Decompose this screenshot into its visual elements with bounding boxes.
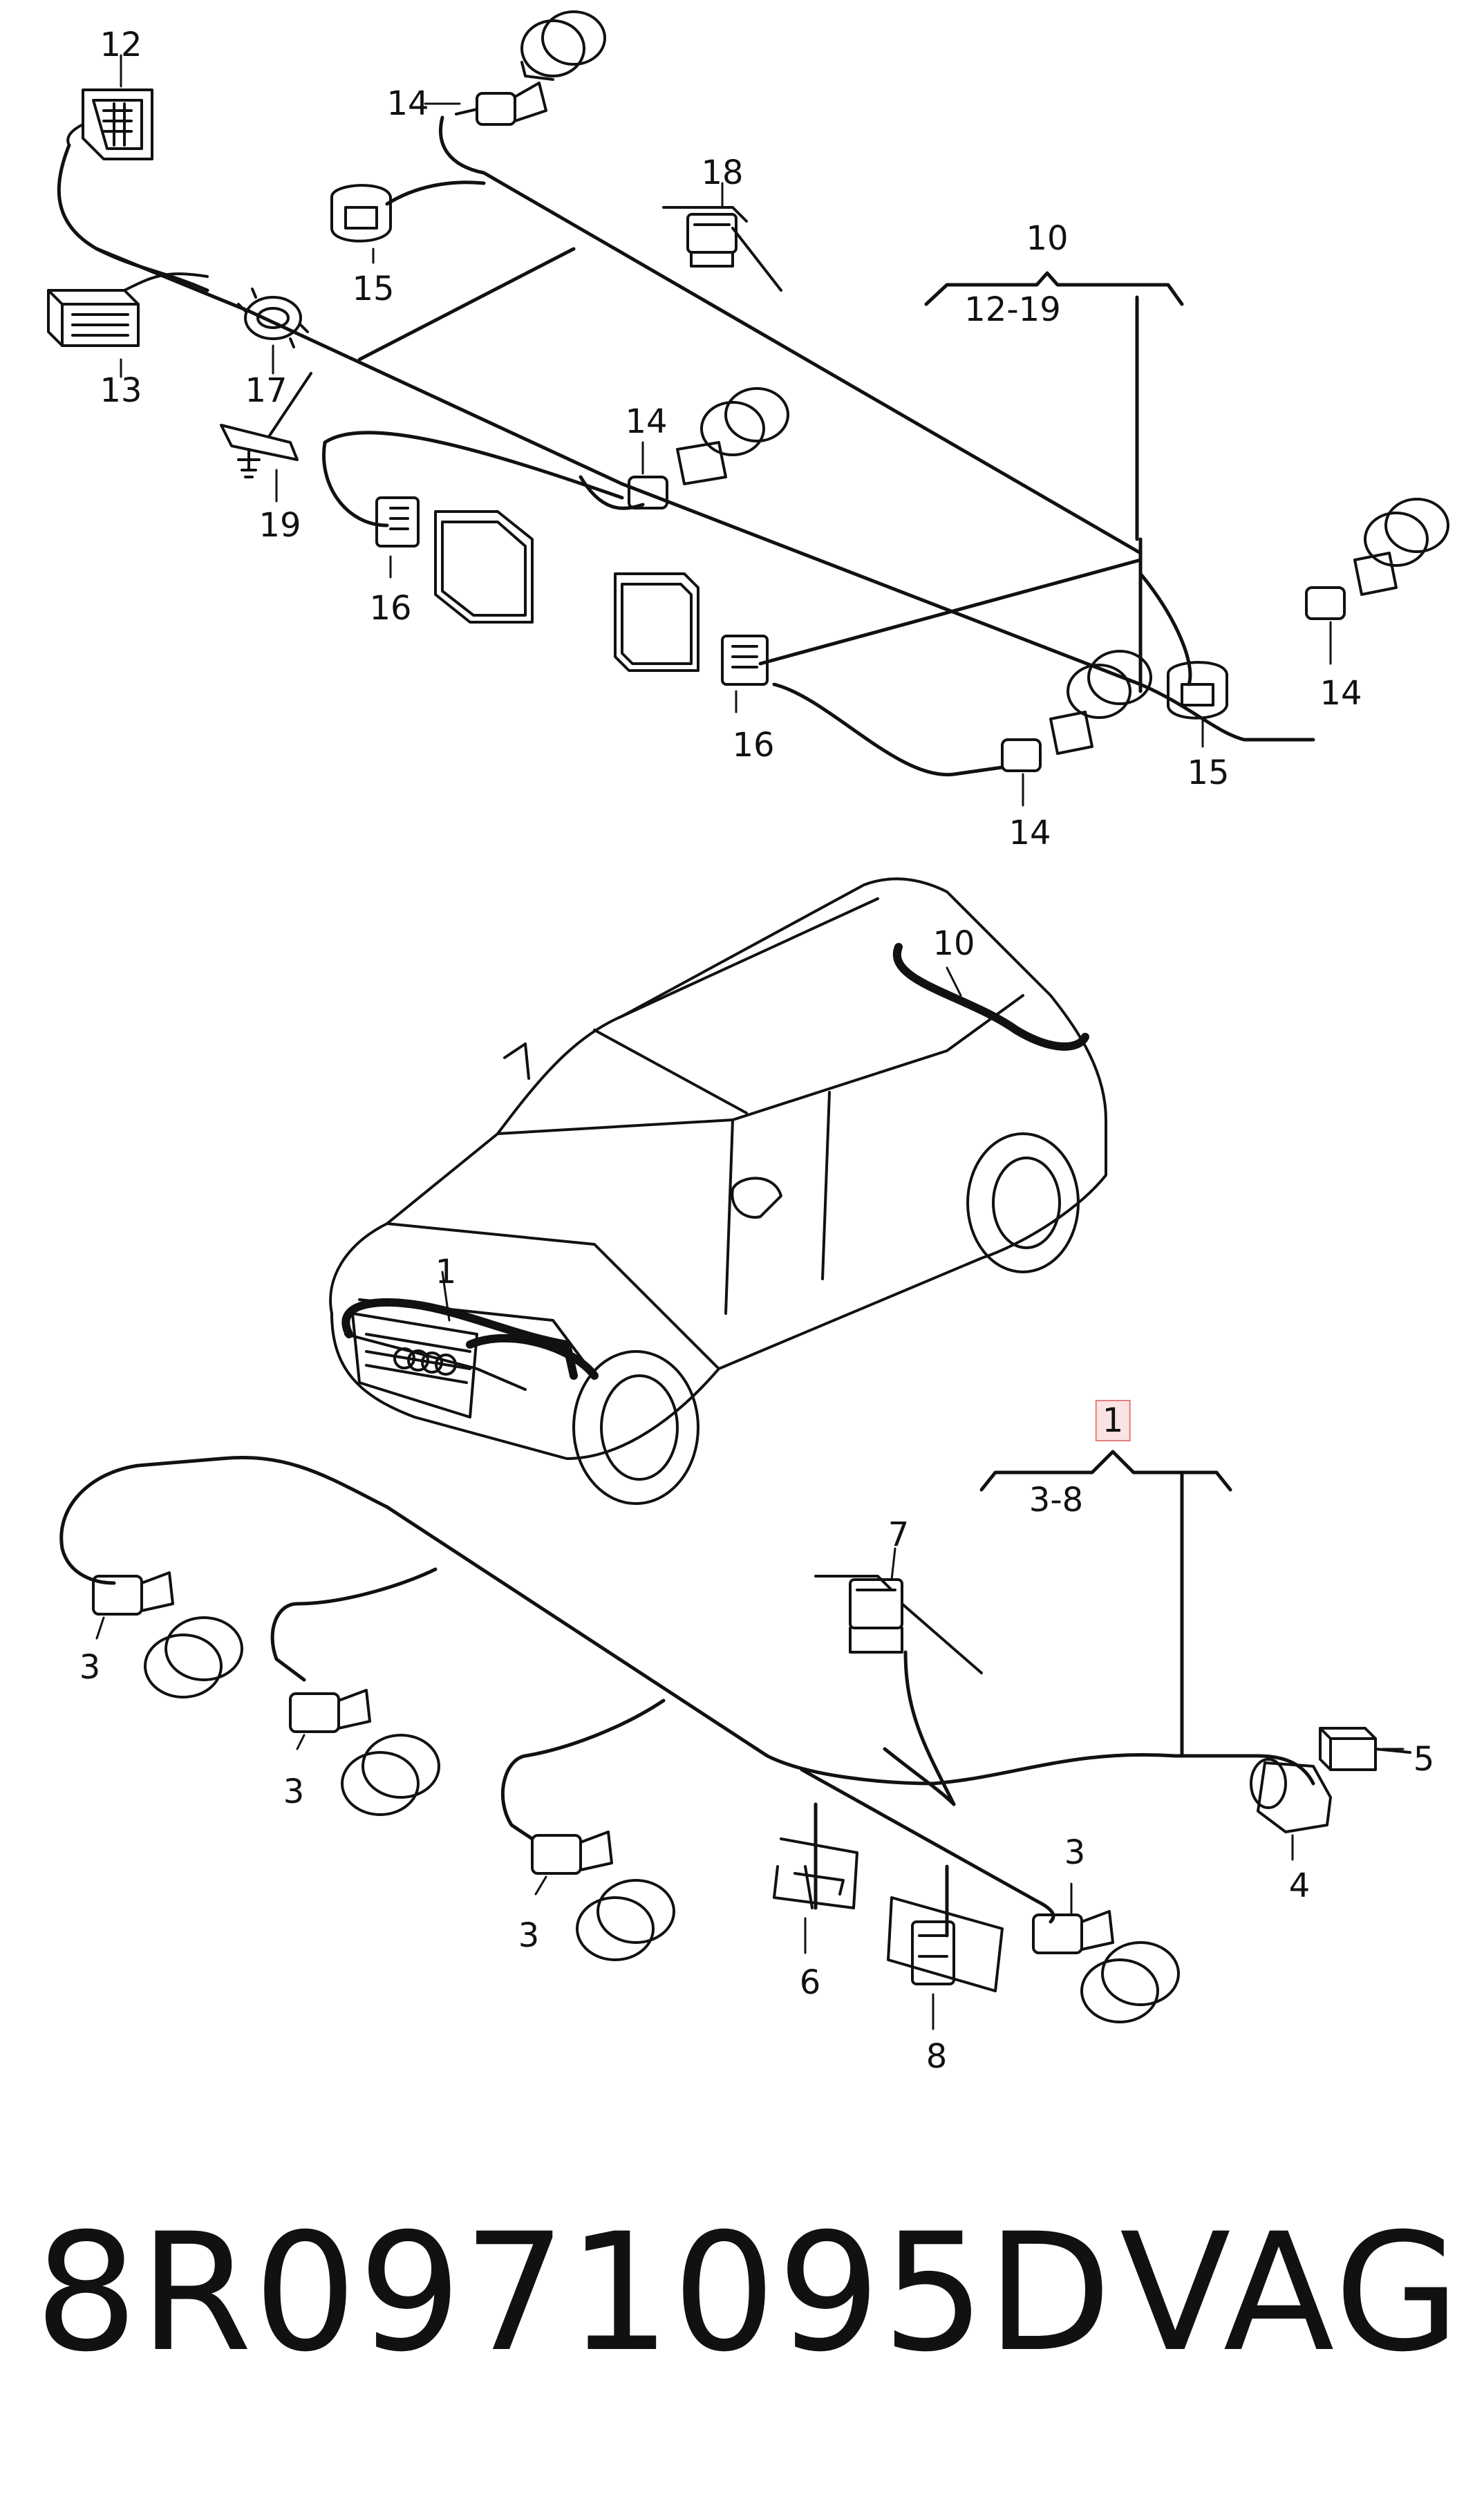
callout-1-car: 1 bbox=[435, 1253, 457, 1291]
callout-10-bracket: 10 bbox=[1026, 219, 1069, 258]
callout-4: 4 bbox=[1288, 1866, 1311, 1905]
callout-1-highlighted: 1 bbox=[1095, 1400, 1131, 1441]
sensor-3-a-icon bbox=[92, 1571, 243, 1698]
leader-lines bbox=[95, 54, 1405, 2030]
clip-18-icon bbox=[662, 206, 782, 292]
callout-3-a: 3 bbox=[79, 1648, 101, 1687]
sensor-14-right-icon bbox=[1305, 498, 1449, 620]
callout-10-car: 10 bbox=[932, 924, 975, 963]
front-harness-wires bbox=[59, 1455, 1315, 1938]
callout-15-right: 15 bbox=[1187, 754, 1230, 792]
callout-12: 12 bbox=[100, 26, 142, 64]
callout-14-right: 14 bbox=[1319, 674, 1362, 713]
callout-3-d: 3 bbox=[518, 1916, 540, 1955]
sensor-3-d-icon bbox=[1032, 1910, 1180, 2023]
control-unit-16-right-icon bbox=[614, 572, 769, 686]
part-number: 8R0971095D bbox=[35, 2199, 1114, 2388]
callout-17: 17 bbox=[245, 371, 288, 410]
sensor-14-lower-icon bbox=[1001, 650, 1152, 772]
connector-15-right-icon bbox=[1167, 661, 1228, 720]
callout-16-right: 16 bbox=[732, 726, 775, 765]
sensor-3-c-icon bbox=[531, 1831, 675, 1961]
callout-14-lower: 14 bbox=[1008, 814, 1051, 852]
connector-13-icon bbox=[47, 272, 209, 347]
callout-8: 8 bbox=[926, 2037, 948, 2076]
callout-3-c: 3 bbox=[1064, 1833, 1086, 1872]
callout-14-top: 14 bbox=[386, 84, 429, 123]
brand-name: VAG bbox=[1120, 2199, 1463, 2388]
connector-4-icon bbox=[1250, 1758, 1332, 1833]
bracket-1 bbox=[979, 1450, 1232, 1492]
callout-6: 6 bbox=[799, 1963, 821, 2002]
callout-12-19-range: 12-19 bbox=[964, 290, 1061, 329]
callout-14-middle: 14 bbox=[625, 402, 668, 441]
clip-6-icon bbox=[773, 1837, 858, 1909]
callout-3-b: 3 bbox=[283, 1772, 305, 1811]
connector-5-icon bbox=[1319, 1727, 1411, 1771]
callout-19: 19 bbox=[259, 506, 301, 545]
control-unit-16-left-icon bbox=[375, 496, 534, 624]
car-harness-highlights bbox=[341, 943, 1089, 1380]
sensor-14-middle-icon bbox=[628, 387, 789, 509]
callout-16-left: 16 bbox=[369, 589, 412, 628]
clip-8-icon bbox=[887, 1896, 1004, 1992]
callout-5: 5 bbox=[1413, 1740, 1435, 1779]
sensor-14-top-icon bbox=[455, 10, 606, 126]
callout-3-8-range: 3-8 bbox=[1029, 1481, 1084, 1519]
connector-15-top-icon bbox=[330, 184, 392, 243]
clip-7-icon bbox=[814, 1575, 983, 1674]
callout-15-top: 15 bbox=[352, 270, 395, 308]
sensor-3-b-icon bbox=[289, 1689, 440, 1816]
callout-18: 18 bbox=[701, 153, 744, 192]
callout-7: 7 bbox=[887, 1515, 910, 1554]
bracket-10 bbox=[924, 271, 1184, 306]
car-illustration bbox=[329, 877, 1107, 1505]
rear-harness-wires bbox=[57, 115, 1315, 777]
grommet-17-icon bbox=[237, 288, 309, 348]
callout-13: 13 bbox=[100, 371, 142, 410]
clip-19-icon bbox=[220, 372, 312, 478]
connector-12-icon bbox=[66, 88, 153, 160]
